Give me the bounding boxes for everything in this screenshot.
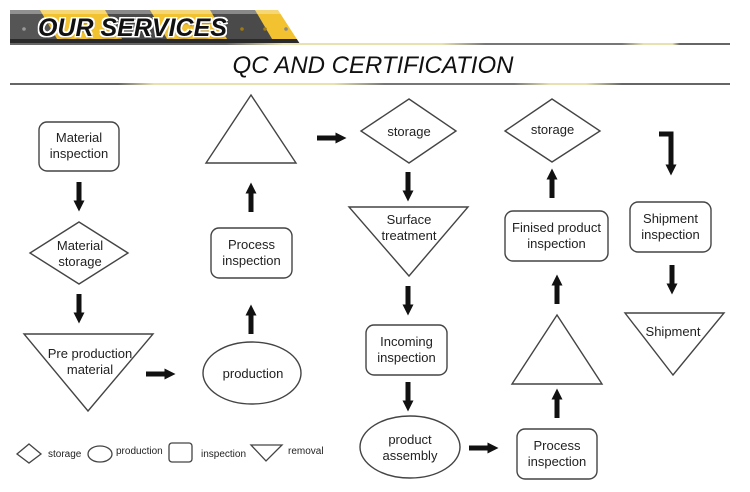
- label-line: Process: [228, 237, 275, 252]
- label-line: treatment: [381, 228, 437, 243]
- node-incoming-inspection: [365, 324, 448, 376]
- legend-storage-label: storage: [48, 449, 82, 460]
- legend-inspection-icon: [168, 442, 193, 463]
- label-line: inspection: [527, 454, 587, 469]
- label-line: inspection: [222, 253, 281, 268]
- label-material-storage: Material storage: [40, 238, 120, 270]
- label-line: product: [388, 432, 432, 447]
- label-line: inspection: [49, 146, 109, 161]
- our-services-banner: OUR SERVICES: [10, 10, 300, 44]
- label-pre-production-material: Pre production material: [30, 346, 150, 378]
- label-line: Shipment: [643, 211, 698, 226]
- label-process-inspection-2: Process inspection: [517, 438, 597, 470]
- legend-storage-icon: [15, 443, 43, 464]
- label-line: material: [66, 362, 114, 377]
- label-material-inspection: Material inspection: [39, 130, 119, 162]
- label-line: Incoming: [380, 334, 433, 349]
- node-production: [202, 341, 302, 405]
- label-storage-1: storage: [387, 124, 431, 139]
- node-removal-triangle-2: [510, 313, 604, 385]
- page-title-text: QC AND CERTIFICATION: [232, 52, 514, 79]
- header-rule-bottom: [10, 83, 730, 85]
- label-incoming-inspection: Incoming inspection: [366, 334, 447, 366]
- label-line: storage: [58, 254, 102, 269]
- label-product-assembly: product assembly: [360, 432, 460, 464]
- legend-removal-icon: [249, 444, 284, 462]
- label-line: inspection: [641, 227, 700, 242]
- node-removal-triangle-1: [204, 93, 298, 164]
- header-rule-top: [10, 43, 730, 45]
- node-storage-2: [503, 98, 602, 163]
- legend-removal-label: removal: [288, 446, 324, 457]
- label-line: Process: [533, 438, 581, 453]
- label-line: assembly: [382, 448, 438, 463]
- legend-inspection-label: inspection: [201, 449, 247, 460]
- node-finished-product-inspection: [504, 210, 609, 262]
- node-product-assembly: [359, 415, 461, 479]
- node-material-storage: [28, 221, 130, 285]
- label-line: Material: [56, 238, 104, 253]
- legend-production-label: production: [116, 446, 163, 457]
- label-line: Surface: [386, 212, 432, 227]
- node-process-inspection-1: [210, 227, 293, 279]
- label-line: inspection: [527, 236, 586, 251]
- node-material-inspection: [38, 121, 120, 172]
- node-pre-production-material: [22, 333, 155, 413]
- node-surface-treatment: [347, 206, 470, 278]
- label-surface-treatment: Surface treatment: [359, 212, 459, 244]
- label-line: Pre production: [47, 346, 133, 361]
- banner-stripes: [10, 10, 300, 44]
- label-process-inspection-1: Process inspection: [211, 237, 292, 269]
- node-shipment: [623, 312, 726, 377]
- label-line: Material: [55, 130, 103, 145]
- node-shipment-inspection: [629, 201, 712, 253]
- banner-title: OUR SERVICES: [38, 14, 227, 42]
- label-production: production: [222, 366, 284, 381]
- label-line: inspection: [377, 350, 436, 365]
- legend-production-icon: [87, 445, 113, 463]
- label-finished-product-inspection: Finised product inspection: [505, 220, 608, 252]
- page-title: QC AND CERTIFICATION: [0, 52, 750, 80]
- label-storage-2: storage: [530, 122, 575, 137]
- label-shipment-inspection: Shipment inspection: [630, 211, 711, 243]
- label-shipment: Shipment: [645, 324, 701, 339]
- node-storage-1: [359, 98, 458, 164]
- label-line: Finised product: [512, 220, 601, 235]
- arrow-storage-to-shipment-insp: [659, 131, 677, 176]
- node-process-inspection-2: [516, 428, 598, 480]
